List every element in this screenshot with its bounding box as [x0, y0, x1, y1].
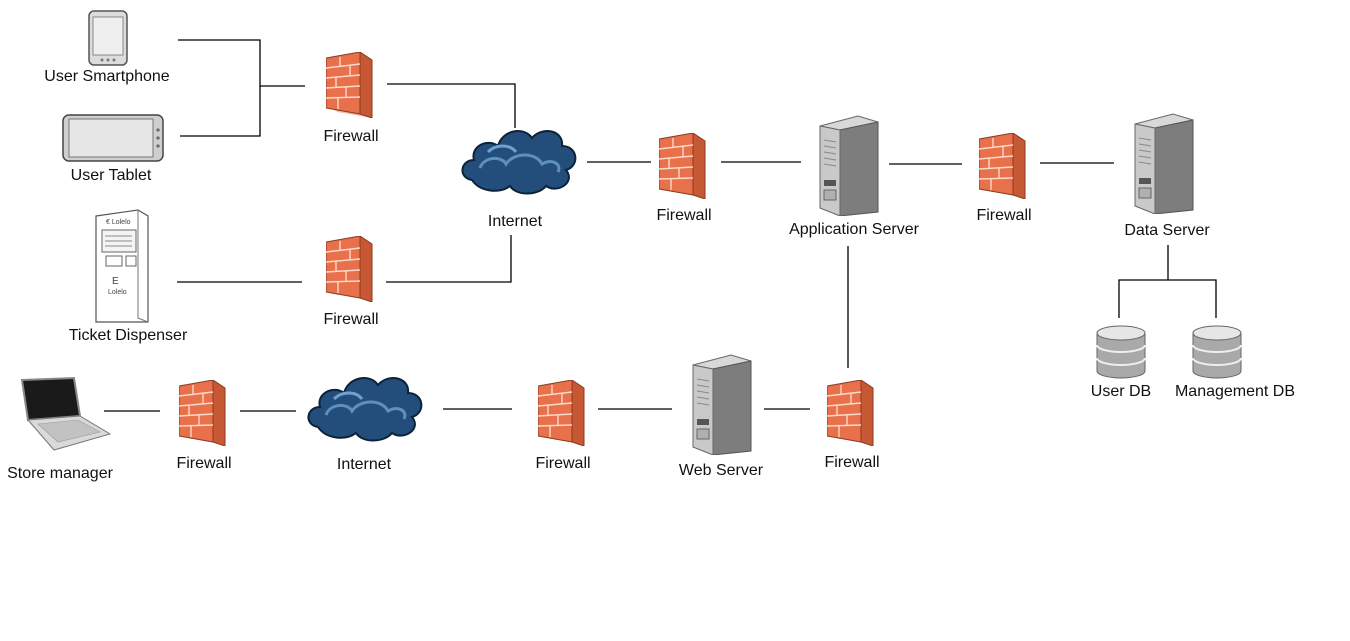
firewall-icon: [179, 380, 227, 446]
firewall-icon: [827, 380, 875, 446]
internet-2-label: Internet: [336, 456, 392, 473]
laptop-icon: [16, 376, 112, 452]
firewall-3-label: Firewall: [656, 207, 712, 224]
firewall-3: [659, 133, 707, 199]
kiosk-icon: € Lolelo E Lolelo: [92, 208, 152, 324]
data-server: [1133, 112, 1195, 214]
server-icon: [1133, 112, 1195, 214]
firewall-5: [179, 380, 227, 446]
management-db-label: Management DB: [1174, 383, 1296, 400]
link-smartphone-fw1: [178, 39, 305, 87]
tablet-label: User Tablet: [70, 167, 152, 184]
user-db-label: User DB: [1090, 383, 1152, 400]
firewall-6-label: Firewall: [535, 455, 591, 472]
dispenser-node: € Lolelo E Lolelo: [92, 208, 152, 324]
connector-lines: [104, 39, 1217, 412]
web-server: [691, 353, 753, 455]
database-icon: [1191, 325, 1243, 379]
firewall-icon: [326, 52, 374, 118]
data-server-label: Data Server: [1124, 222, 1210, 239]
tablet-icon: [62, 114, 164, 162]
internet-1: [458, 122, 580, 196]
smartphone-icon: [88, 10, 128, 66]
link-fw1-internet1: [387, 83, 516, 128]
laptop-node: [16, 376, 112, 452]
cloud-icon: [304, 369, 426, 443]
database-icon: [1095, 325, 1147, 379]
firewall-4: [979, 133, 1027, 199]
internet-1-label: Internet: [487, 213, 543, 230]
svg-text:E: E: [112, 276, 119, 287]
link-dbs-branch: [1118, 279, 1217, 318]
smartphone-label: User Smartphone: [44, 68, 170, 85]
firewall-4-label: Firewall: [976, 207, 1032, 224]
tablet-node: [62, 114, 164, 162]
internet-2: [304, 369, 426, 443]
link-tablet-fw1: [180, 86, 261, 137]
firewall-2: [326, 236, 374, 302]
firewall-icon: [326, 236, 374, 302]
firewall-2-label: Firewall: [323, 311, 379, 328]
firewall-icon: [979, 133, 1027, 199]
firewall-7-label: Firewall: [824, 454, 880, 471]
firewall-5-label: Firewall: [176, 455, 232, 472]
application-server-label: Application Server: [789, 221, 919, 238]
user-db: [1095, 325, 1147, 379]
link-fw2-internet1: [386, 235, 512, 283]
application-server: [818, 114, 880, 216]
svg-text:€ Lolelo: € Lolelo: [106, 219, 131, 226]
dispenser-label: Ticket Dispenser: [68, 327, 188, 344]
cloud-icon: [458, 122, 580, 196]
server-icon: [818, 114, 880, 216]
management-db: [1191, 325, 1243, 379]
web-server-label: Web Server: [678, 462, 764, 479]
firewall-7: [827, 380, 875, 446]
firewall-1-label: Firewall: [323, 128, 379, 145]
firewall-icon: [659, 133, 707, 199]
firewall-1: [326, 52, 374, 118]
svg-text:Lolelo: Lolelo: [108, 289, 127, 296]
smartphone-node: [88, 10, 128, 66]
laptop-label: Store manager: [7, 465, 113, 482]
firewall-icon: [538, 380, 586, 446]
firewall-6: [538, 380, 586, 446]
server-icon: [691, 353, 753, 455]
